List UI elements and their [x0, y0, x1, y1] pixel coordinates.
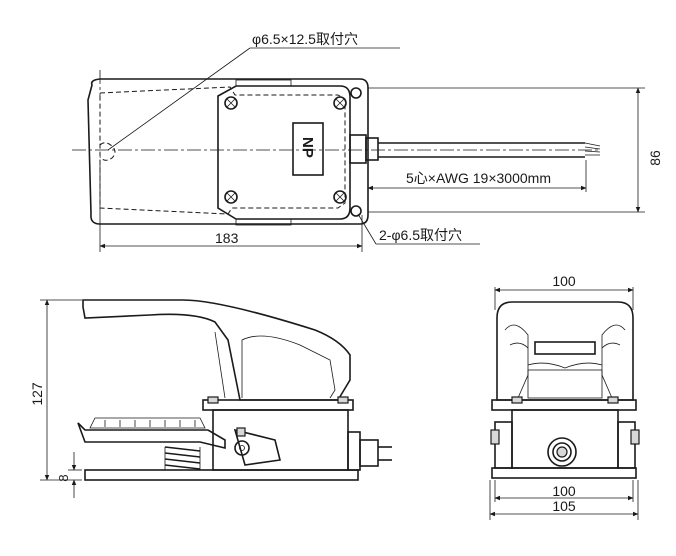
front-view: 100 100 105 — [489, 273, 640, 520]
cable-gland — [349, 134, 367, 164]
label-plate — [292, 122, 324, 176]
hole-callout-bottom: 2-φ6.5取付穴 — [379, 227, 462, 243]
dim-8-label: 8 — [56, 474, 71, 481]
cable-callout: 5心×AWG 19×3000mm — [406, 170, 551, 186]
screw-icon — [224, 190, 238, 204]
hole-callout-top: φ6.5×12.5取付穴 — [252, 31, 358, 47]
side-view: 127 8 — [29, 299, 392, 498]
dim-86-label: 86 — [647, 150, 663, 166]
dim-127-label: 127 — [29, 382, 45, 406]
spring-icon — [164, 446, 201, 470]
dim-front-top-label: 100 — [552, 273, 576, 289]
cable-gland-icon — [547, 437, 577, 467]
dim-front-base-label: 100 — [552, 483, 576, 499]
screw-icon — [224, 96, 238, 110]
screw-icon — [333, 190, 347, 204]
mounting-hole-icon — [350, 87, 362, 99]
screw-icon — [333, 96, 347, 110]
label-plate-text: NP — [299, 137, 316, 158]
dim-183-label: 183 — [215, 230, 239, 246]
dim-front-overall-label: 105 — [552, 498, 576, 514]
cable-gland — [359, 439, 379, 467]
mounting-hole-icon — [350, 205, 362, 217]
top-view: NP 86 5心×AWG 19×3000mm 183 φ6.5×12.5取付穴 … — [72, 31, 663, 252]
